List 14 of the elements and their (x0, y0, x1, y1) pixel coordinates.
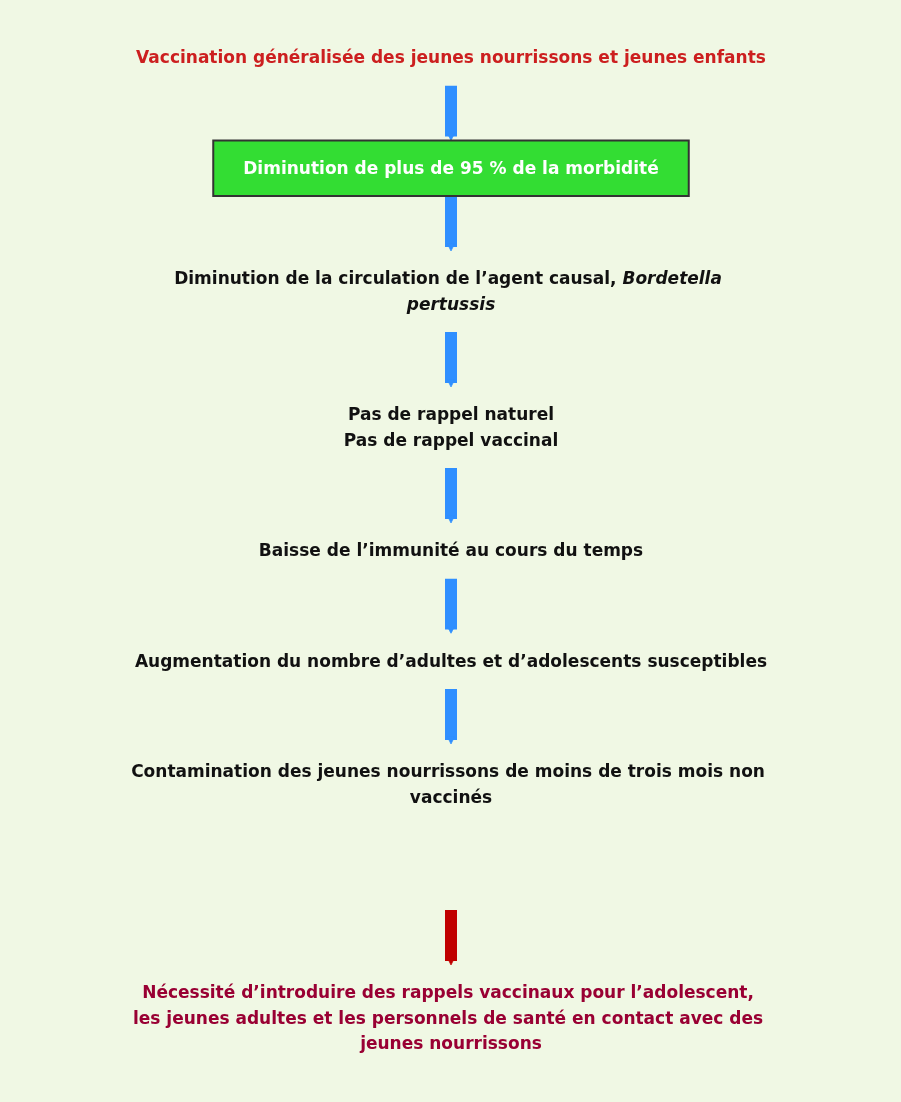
node-box: Diminution de plus de 95 % de la morbidité (211, 139, 690, 198)
arrow (444, 332, 457, 388)
node-text: Diminution de la circulation de l’agent causal, Bordetella pertussis (173, 268, 722, 314)
node-text: Pas de rappel naturel Pas de rappel vaccinal (343, 404, 558, 450)
arrow (444, 910, 457, 966)
arrow (444, 468, 457, 524)
node-text: Baisse de l’immunité au cours du temps (258, 540, 643, 561)
node-text: Contamination des jeunes nourrissons de moins de trois mois non vaccinés (130, 761, 765, 807)
arrow (444, 689, 457, 745)
arrow (444, 85, 457, 142)
node-text: Nécessité d’introduire des rappels vaccinaux pour l’adolescent, les jeunes adultes et les personnels de santé en contact avec des jeunes nourrissons (132, 982, 763, 1054)
node-text: Vaccination généralisée des jeunes nourrissons et jeunes enfants (135, 47, 766, 68)
node-text: Augmentation du nombre d’adultes et d’adolescents susceptibles (134, 650, 767, 671)
arrow (444, 196, 457, 252)
